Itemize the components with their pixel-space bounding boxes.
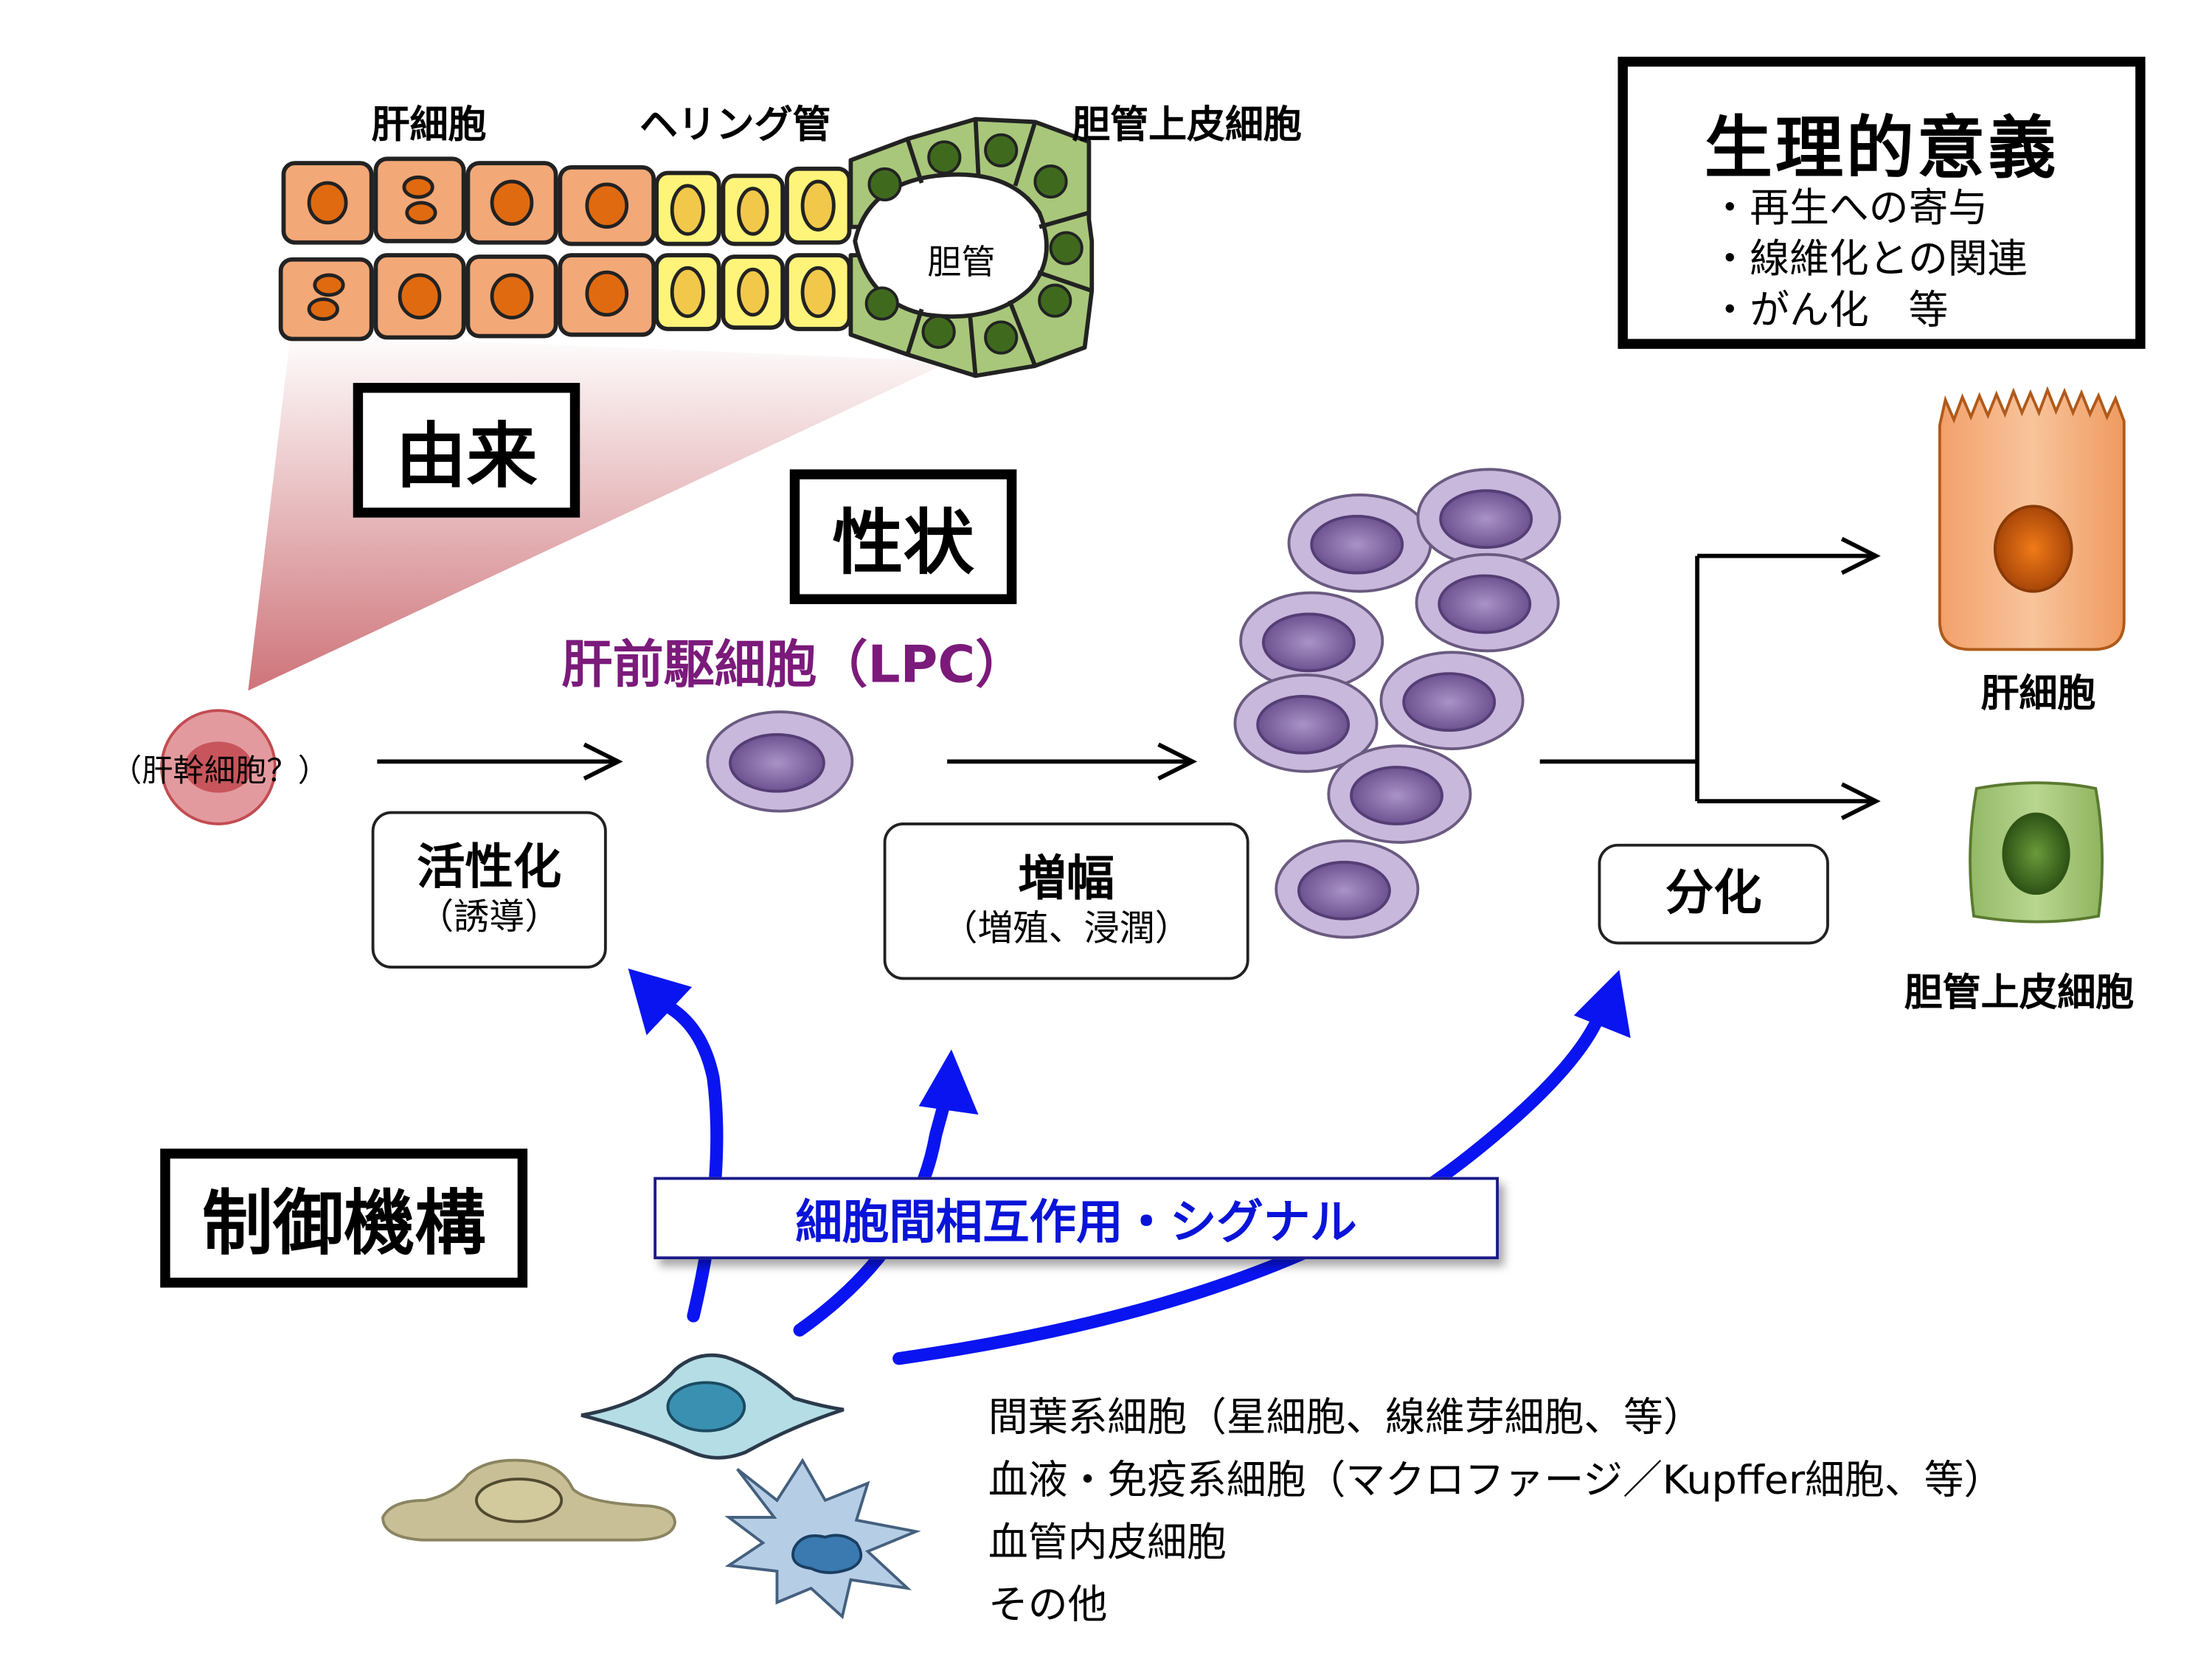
step-differentiation-main: 分化 (1665, 865, 1762, 922)
regulator-item: その他 (988, 1581, 1108, 1628)
lpc-cluster-nucleus (1438, 574, 1532, 634)
mesenchymal-cell (580, 1353, 845, 1460)
significance-item: 再生への寄与 (1710, 183, 2027, 234)
label-hering-canal: ヘリング管 (639, 103, 831, 148)
significance-list: 再生への寄与 線維化との関連 がん化 等 (1710, 183, 2027, 336)
step-proliferation-main: 増幅 (1018, 851, 1115, 908)
step-activation-sub: （誘導） (418, 896, 561, 938)
lpc-cluster-nucleus (1439, 489, 1533, 549)
stem-cell (160, 709, 277, 825)
output-hepatocyte-label: 肝細胞 (1980, 672, 2096, 716)
lpc-cluster-nucleus (1256, 694, 1351, 755)
regulator-item: 間葉系細胞（星細胞、線維芽細胞、等） (988, 1393, 1703, 1441)
significance-item: がん化 等 (1710, 285, 2027, 336)
hepatocyte-nuclei (307, 175, 629, 321)
signal-box: 細胞間相互作用・シグナル (653, 1177, 1499, 1260)
significance-item: 線維化との関連 (1710, 234, 2027, 285)
cholangiocyte-ring (848, 117, 1095, 378)
step-activation-main: 活性化 (417, 839, 562, 896)
keyword-origin: 由来 (353, 383, 580, 518)
output-cholangiocyte-cell (1969, 781, 2104, 924)
signal-arrowheads (628, 968, 1631, 1115)
keyword-properties: 性状 (789, 469, 1017, 604)
lpc-cluster-nucleus (1310, 514, 1404, 575)
lpc-cluster-nucleus (1297, 860, 1391, 921)
hering-canal-cells (654, 166, 852, 331)
regulator-cell-list: 間葉系細胞（星細胞、線維芽細胞、等） 血液・免疫系細胞（マクロファージ／Kupf… (988, 1387, 2003, 1636)
step-activation: 活性化 （誘導） (371, 811, 607, 969)
label-cholangiocyte-top: 胆管上皮細胞 (1072, 103, 1302, 148)
significance-box: 生理的意義 再生への寄与 線維化との関連 がん化 等 (1618, 56, 2146, 349)
lpc-cluster-nucleus (1402, 672, 1497, 732)
lpc-cluster-nucleus (1350, 766, 1444, 825)
label-hepatocyte-top: 肝細胞 (371, 103, 487, 148)
branch-arrow (1539, 536, 1881, 820)
stem-cell-label: （肝幹細胞？） (110, 754, 330, 790)
output-cholangiocyte-label: 胆管上皮細胞 (1904, 971, 2135, 1016)
significance-title: 生理的意義 (1704, 109, 2059, 189)
regulator-item: 血液・免疫系細胞（マクロファージ／Kupffer細胞、等） (988, 1456, 2004, 1503)
lpc-label: 肝前駆細胞（LPC） (561, 637, 1027, 695)
step-proliferation: 増幅 （増殖、浸潤） (883, 822, 1249, 980)
regulator-item: 血管内皮細胞 (988, 1518, 1227, 1566)
output-hepatocyte-cell (1938, 386, 2126, 651)
macrophage-cell (724, 1458, 921, 1620)
keyword-regulation: 制御機構 (160, 1149, 528, 1288)
step-proliferation-sub: （増殖、浸潤） (942, 907, 1190, 949)
label-bile-duct: 胆管 (927, 242, 996, 283)
endothelial-cell (381, 1458, 676, 1542)
step-differentiation: 分化 (1598, 843, 1829, 945)
lpc-cluster (1233, 468, 1561, 939)
lpc-cell (706, 710, 854, 813)
lpc-cluster-nucleus (1261, 612, 1356, 673)
hepatocyte-cell (373, 156, 466, 243)
